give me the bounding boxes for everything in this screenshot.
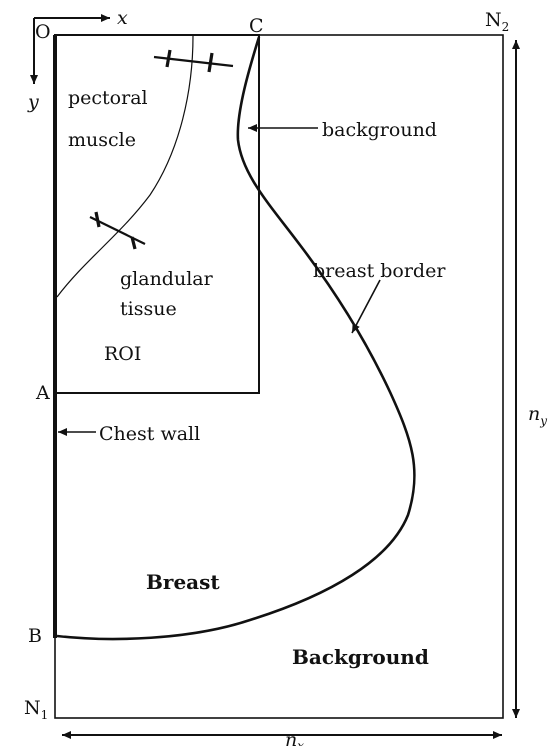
- y-axis-label: y: [27, 91, 39, 113]
- nx-base: n: [285, 729, 297, 746]
- origin-label: O: [35, 21, 51, 43]
- corner-n1-label: N1: [24, 697, 48, 722]
- corner-n1-sub: 1: [41, 708, 49, 722]
- background-region-label: Background: [292, 645, 429, 669]
- x-axis-label: x: [117, 7, 128, 29]
- ny-label: ny: [528, 403, 547, 428]
- nx-sub: x: [297, 739, 304, 746]
- glandular-label-line2: tissue: [120, 298, 177, 320]
- background-pointer-label: background: [322, 119, 437, 141]
- pectoral-tick-marks: [153, 49, 234, 73]
- glandular-tick-marks: [89, 211, 146, 250]
- corner-n2-sub: 2: [502, 20, 510, 34]
- breast-border-pointer-arrow: [351, 279, 381, 334]
- nx-label: nx: [285, 729, 304, 746]
- ny-base: n: [528, 403, 540, 425]
- corner-c-label: C: [249, 15, 264, 37]
- breast-region-label: Breast: [146, 570, 220, 594]
- roi-box: [54, 34, 260, 394]
- breast-border-curve: [56, 36, 416, 641]
- pectoral-muscle-boundary: [56, 35, 194, 298]
- glandular-label-line1: glandular: [120, 268, 214, 290]
- ny-sub: y: [539, 414, 547, 428]
- corner-n2-label: N2: [485, 9, 509, 34]
- corner-n1-base: N: [24, 697, 41, 719]
- chest-wall-label: Chest wall: [99, 423, 200, 445]
- pectoral-label-line1: pectoral: [68, 87, 148, 109]
- roi-label: ROI: [104, 343, 141, 365]
- point-a-label: A: [35, 382, 50, 404]
- breast-border-label: breast border: [313, 260, 446, 282]
- pectoral-label-line2: muscle: [68, 129, 136, 151]
- point-b-label: B: [28, 625, 42, 647]
- corner-n2-base: N: [485, 9, 502, 31]
